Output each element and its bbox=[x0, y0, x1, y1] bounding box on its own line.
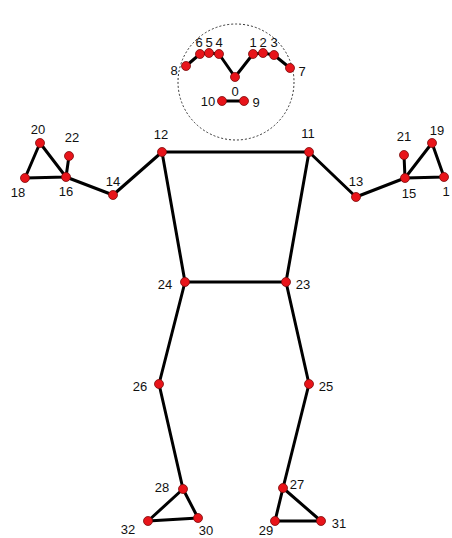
landmark-number: 23 bbox=[296, 278, 310, 291]
landmark-number: 13 bbox=[349, 175, 363, 188]
landmark-number: 29 bbox=[259, 523, 273, 536]
landmark-number: 1 bbox=[442, 185, 449, 198]
landmark-number: 15 bbox=[402, 187, 416, 200]
landmark-number: 25 bbox=[319, 380, 333, 393]
landmark-number: 28 bbox=[155, 481, 169, 494]
landmark-number: 19 bbox=[430, 124, 444, 137]
bone-lines bbox=[25, 53, 444, 521]
landmark-number: 5 bbox=[205, 36, 212, 49]
landmark-number: 27 bbox=[290, 478, 304, 491]
landmark-number: 9 bbox=[252, 96, 259, 109]
landmark-number: 31 bbox=[332, 517, 346, 530]
landmark-number: 8 bbox=[170, 64, 177, 77]
landmark-number: 0 bbox=[231, 85, 238, 98]
landmark-number: 26 bbox=[133, 380, 147, 393]
landmark-number: 14 bbox=[106, 175, 120, 188]
landmark-number: 12 bbox=[154, 128, 168, 141]
landmark-number: 2 bbox=[259, 36, 266, 49]
landmark-number: 21 bbox=[397, 130, 411, 143]
landmark-number: 1 bbox=[249, 36, 256, 49]
landmark-number: 16 bbox=[59, 185, 73, 198]
landmark-number: 30 bbox=[199, 523, 213, 536]
landmark-number: 20 bbox=[31, 123, 45, 136]
landmark-number: 7 bbox=[298, 65, 305, 78]
landmark-number: 32 bbox=[121, 523, 135, 536]
landmark-number: 18 bbox=[11, 186, 25, 199]
landmark-number: 22 bbox=[65, 131, 79, 144]
landmark-number: 11 bbox=[301, 127, 315, 140]
landmark-number: 10 bbox=[201, 95, 215, 108]
landmark-number: 24 bbox=[158, 278, 172, 291]
landmark-dots bbox=[21, 49, 449, 526]
landmark-number: 6 bbox=[195, 36, 202, 49]
landmark-number: 3 bbox=[270, 36, 277, 49]
head-outline bbox=[178, 24, 294, 140]
landmark-number: 4 bbox=[215, 36, 222, 49]
